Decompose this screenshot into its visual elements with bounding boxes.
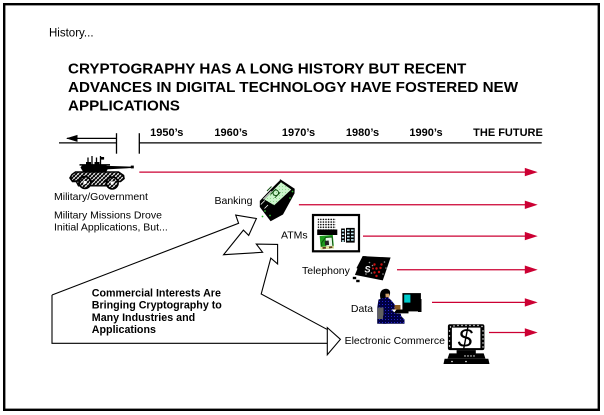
svg-text:ADVANCES IN DIGITAL TECHNOLOGY: ADVANCES IN DIGITAL TECHNOLOGY HAVE FOST… — [68, 79, 519, 96]
svg-text:Military/Government: Military/Government — [54, 191, 148, 203]
svg-text:Bringing Cryptography to: Bringing Cryptography to — [92, 300, 222, 312]
svg-text:ATMs: ATMs — [281, 229, 308, 241]
svg-text:Electronic Commerce: Electronic Commerce — [345, 335, 446, 347]
svg-text:Data: Data — [351, 303, 373, 315]
svg-text:Banking: Banking — [215, 195, 253, 207]
svg-text:Initial Applications, But...: Initial Applications, But... — [54, 222, 168, 234]
svg-text:THE FUTURE: THE FUTURE — [473, 127, 543, 139]
svg-text:History...: History... — [49, 28, 94, 40]
svg-text:1950’s: 1950’s — [150, 127, 183, 139]
svg-text:Many Industries and: Many Industries and — [92, 312, 195, 324]
svg-text:Applications: Applications — [92, 324, 156, 336]
svg-text:1960’s: 1960’s — [214, 127, 247, 139]
svg-text:CRYPTOGRAPHY HAS A LONG HISTOR: CRYPTOGRAPHY HAS A LONG HISTORY BUT RECE… — [68, 60, 467, 77]
svg-text:1980’s: 1980’s — [346, 127, 379, 139]
svg-text:1990’s: 1990’s — [409, 127, 442, 139]
svg-text:1970’s: 1970’s — [282, 127, 315, 139]
svg-text:Telephony: Telephony — [302, 265, 351, 277]
svg-text:$: $ — [457, 323, 473, 353]
svg-text:Military Missions Drove: Military Missions Drove — [54, 210, 162, 222]
svg-text:APPLICATIONS: APPLICATIONS — [68, 97, 180, 114]
svg-text:Commercial Interests Are: Commercial Interests Are — [92, 287, 221, 299]
